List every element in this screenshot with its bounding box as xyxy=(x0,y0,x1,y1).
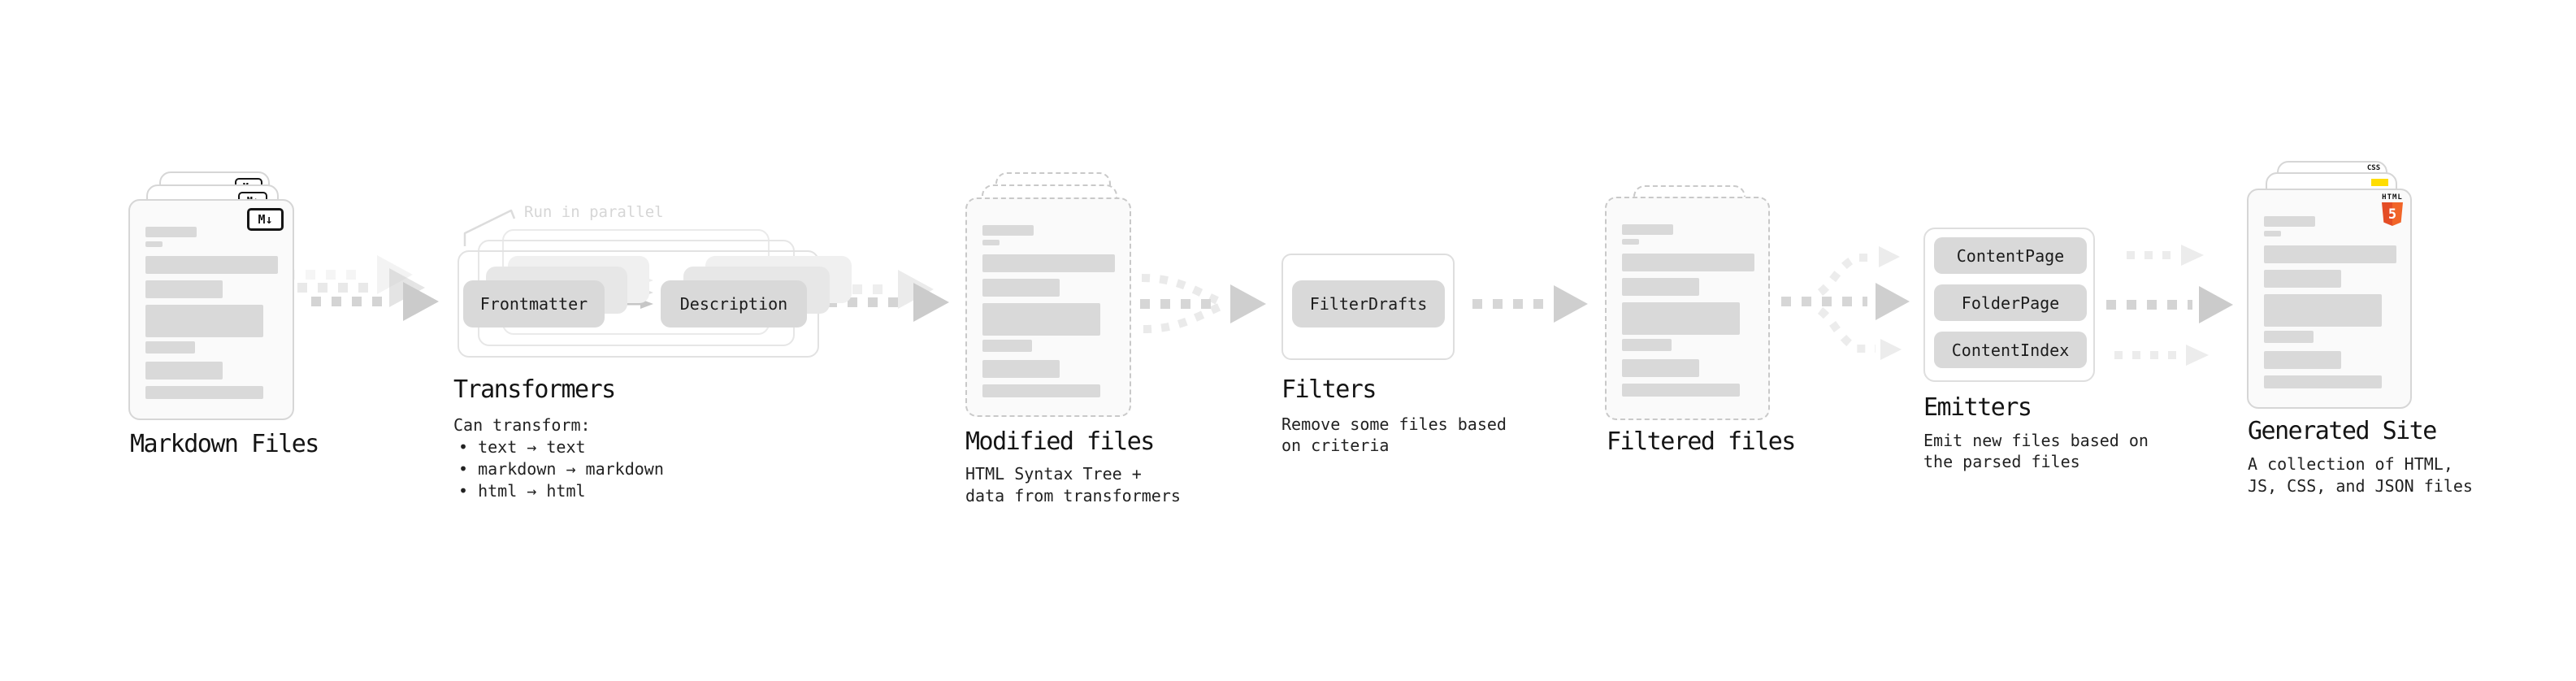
skeleton-line xyxy=(2264,231,2281,236)
arrow-filtered-to-emitters xyxy=(1781,246,1910,360)
stage-title-transformers: Transformers xyxy=(453,375,616,404)
skeleton-line xyxy=(145,256,278,274)
run-in-parallel-annotation: Run in parallel xyxy=(524,203,664,221)
filtered-file-card xyxy=(1605,197,1770,420)
skeleton-line xyxy=(982,384,1100,397)
skeleton-line xyxy=(1622,302,1740,335)
arrow-markdown-to-transformers xyxy=(285,255,439,321)
javascript-icon xyxy=(2371,179,2388,186)
transformers-bullet-1: • text → text xyxy=(458,437,586,457)
skeleton-line xyxy=(2264,245,2396,263)
skeleton-line xyxy=(982,254,1115,272)
stage-title-filtered-files: Filtered files xyxy=(1607,427,1796,456)
stage-title-markdown-files: Markdown Files xyxy=(130,430,319,458)
skeleton-line xyxy=(982,225,1034,236)
generated-file-card: HTML 5 xyxy=(2247,189,2412,409)
skeleton-line xyxy=(145,362,223,380)
transformers-bullet-2: • markdown → markdown xyxy=(458,459,664,479)
generated-caption-line2: JS, CSS, and JSON files xyxy=(2248,476,2473,496)
skeleton-line xyxy=(145,280,223,298)
skeleton-line xyxy=(2264,216,2315,227)
skeleton-line xyxy=(2264,270,2341,288)
filters-caption-line1: Remove some files based xyxy=(1281,414,1507,434)
generated-site-caption: A collection of HTML, JS, CSS, and JSON … xyxy=(2248,453,2473,497)
filters-caption-line2: on criteria xyxy=(1281,436,1390,455)
stage-title-generated-site: Generated Site xyxy=(2248,417,2437,445)
skeleton-line xyxy=(982,360,1060,378)
emitters-caption: Emit new files based on the parsed files xyxy=(1923,430,2149,472)
arrow-transformers-to-modified xyxy=(812,270,949,322)
contentindex-pill: ContentIndex xyxy=(1934,332,2087,368)
skeleton-line xyxy=(2264,294,2382,327)
skeleton-line xyxy=(145,341,195,354)
transformers-caption: Can transform: xyxy=(453,415,591,435)
html5-icon: HTML 5 xyxy=(2379,193,2405,226)
emitters-caption-line1: Emit new files based on xyxy=(1923,431,2149,450)
skeleton-line xyxy=(1622,239,1639,245)
generated-caption-line1: A collection of HTML, xyxy=(2248,454,2453,474)
skeleton-line xyxy=(1622,384,1740,397)
transformers-bullet-3: • html → html xyxy=(458,481,586,501)
stage-title-filters: Filters xyxy=(1281,375,1377,404)
skeleton-line xyxy=(1622,339,1672,351)
modified-file-card xyxy=(965,197,1131,417)
skeleton-line xyxy=(145,241,163,247)
skeleton-line xyxy=(1622,359,1699,377)
contentpage-pill: ContentPage xyxy=(1934,237,2087,274)
skeleton-line xyxy=(1622,254,1754,271)
frontmatter-pill: Frontmatter xyxy=(463,280,605,327)
skeleton-line xyxy=(982,279,1060,297)
filterdrafts-pill: FilterDrafts xyxy=(1292,280,1445,327)
skeleton-line xyxy=(145,305,263,337)
folderpage-pill: FolderPage xyxy=(1934,284,2087,321)
arrow-modified-to-filters xyxy=(1140,274,1266,333)
stage-title-modified-files: Modified files xyxy=(965,427,1155,456)
skeleton-line xyxy=(2264,351,2341,369)
skeleton-line xyxy=(2264,375,2382,388)
run-in-parallel-bracket xyxy=(463,209,516,246)
filters-caption: Remove some files based on criteria xyxy=(1281,414,1507,456)
skeleton-line xyxy=(982,240,1000,245)
arrow-filters-to-filtered xyxy=(1472,285,1588,323)
skeleton-line xyxy=(2264,331,2314,343)
skeleton-line xyxy=(982,303,1100,336)
markdown-file-card: M↓ xyxy=(128,199,294,420)
skeleton-line xyxy=(982,340,1032,352)
skeleton-line xyxy=(145,386,263,399)
markdown-icon: M↓ xyxy=(247,208,284,231)
modified-files-caption: HTML Syntax Tree + data from transformer… xyxy=(965,463,1181,507)
arrow-emitters-to-generated xyxy=(2106,245,2233,366)
description-pill: Description xyxy=(661,280,807,327)
stage-title-emitters: Emitters xyxy=(1923,393,2032,422)
skeleton-line xyxy=(1622,224,1673,235)
modified-caption-line2: data from transformers xyxy=(965,486,1181,505)
emitters-caption-line2: the parsed files xyxy=(1923,452,2080,471)
transformers-bullets: • text → text • markdown → markdown • ht… xyxy=(458,436,664,502)
modified-caption-line1: HTML Syntax Tree + xyxy=(965,464,1142,484)
skeleton-line xyxy=(1622,278,1699,296)
skeleton-line xyxy=(145,227,197,237)
